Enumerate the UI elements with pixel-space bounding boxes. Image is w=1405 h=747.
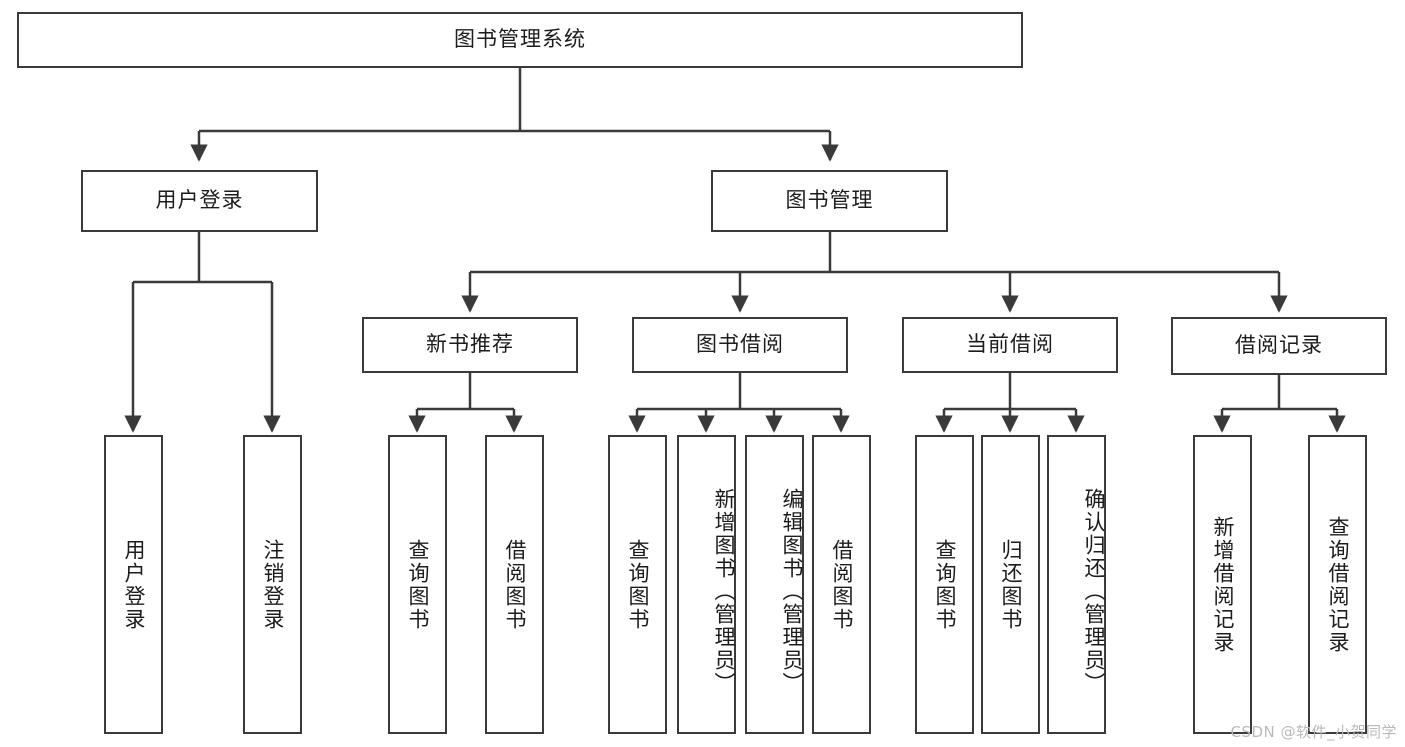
node-label: 查询图书	[406, 538, 430, 631]
leaf-record-query-borrow-record[interactable]: 查询借阅记录	[1308, 435, 1367, 734]
node-current-borrow[interactable]: 当前借阅	[902, 317, 1118, 373]
node-label: 新增图书（管理员）	[712, 488, 736, 695]
leaf-current-return-book[interactable]: 归还图书	[981, 435, 1040, 734]
node-label: 查询图书	[626, 538, 650, 631]
node-label: 借阅图书	[830, 538, 854, 631]
node-label: 借阅记录	[1235, 333, 1323, 358]
leaf-current-confirm-return-admin[interactable]: 确认归还（管理员）	[1047, 435, 1106, 734]
leaf-borrow-edit-book-admin[interactable]: 编辑图书（管理员）	[745, 435, 804, 734]
node-label: 新书推荐	[426, 332, 514, 357]
leaf-user-logout[interactable]: 注销登录	[243, 435, 302, 734]
csdn-watermark: CSDN @软件_小贺同学	[1230, 723, 1397, 741]
node-label: 归还图书	[999, 538, 1023, 631]
node-root-book-management-system[interactable]: 图书管理系统	[17, 12, 1023, 68]
leaf-recommend-query-book[interactable]: 查询图书	[388, 435, 447, 734]
node-label: 用户登录	[122, 538, 146, 631]
leaf-recommend-borrow-book[interactable]: 借阅图书	[485, 435, 544, 734]
leaf-borrow-add-book-admin[interactable]: 新增图书（管理员）	[677, 435, 736, 734]
node-label: 当前借阅	[966, 332, 1054, 357]
node-borrow-record[interactable]: 借阅记录	[1171, 317, 1387, 375]
node-label: 新增借阅记录	[1211, 515, 1235, 654]
node-label: 借阅图书	[503, 538, 527, 631]
node-label: 编辑图书（管理员）	[780, 488, 804, 695]
leaf-current-query-book[interactable]: 查询图书	[915, 435, 974, 734]
node-label: 图书管理	[785, 188, 874, 213]
node-label: 注销登录	[261, 538, 285, 631]
leaf-record-add-borrow-record[interactable]: 新增借阅记录	[1193, 435, 1252, 734]
node-label: 查询图书	[933, 538, 957, 631]
node-book-borrow[interactable]: 图书借阅	[632, 317, 848, 373]
node-label: 用户登录	[155, 188, 244, 213]
node-label: 图书管理系统	[454, 27, 586, 52]
leaf-user-login[interactable]: 用户登录	[104, 435, 163, 734]
node-new-book-recommend[interactable]: 新书推荐	[362, 317, 578, 373]
node-book-management[interactable]: 图书管理	[711, 170, 948, 232]
node-label: 查询借阅记录	[1326, 515, 1350, 654]
node-label: 图书借阅	[696, 332, 784, 357]
leaf-borrow-query-book[interactable]: 查询图书	[608, 435, 667, 734]
node-user-login[interactable]: 用户登录	[81, 170, 318, 232]
node-label: 确认归还（管理员）	[1082, 488, 1106, 695]
leaf-borrow-borrow-book[interactable]: 借阅图书	[812, 435, 871, 734]
